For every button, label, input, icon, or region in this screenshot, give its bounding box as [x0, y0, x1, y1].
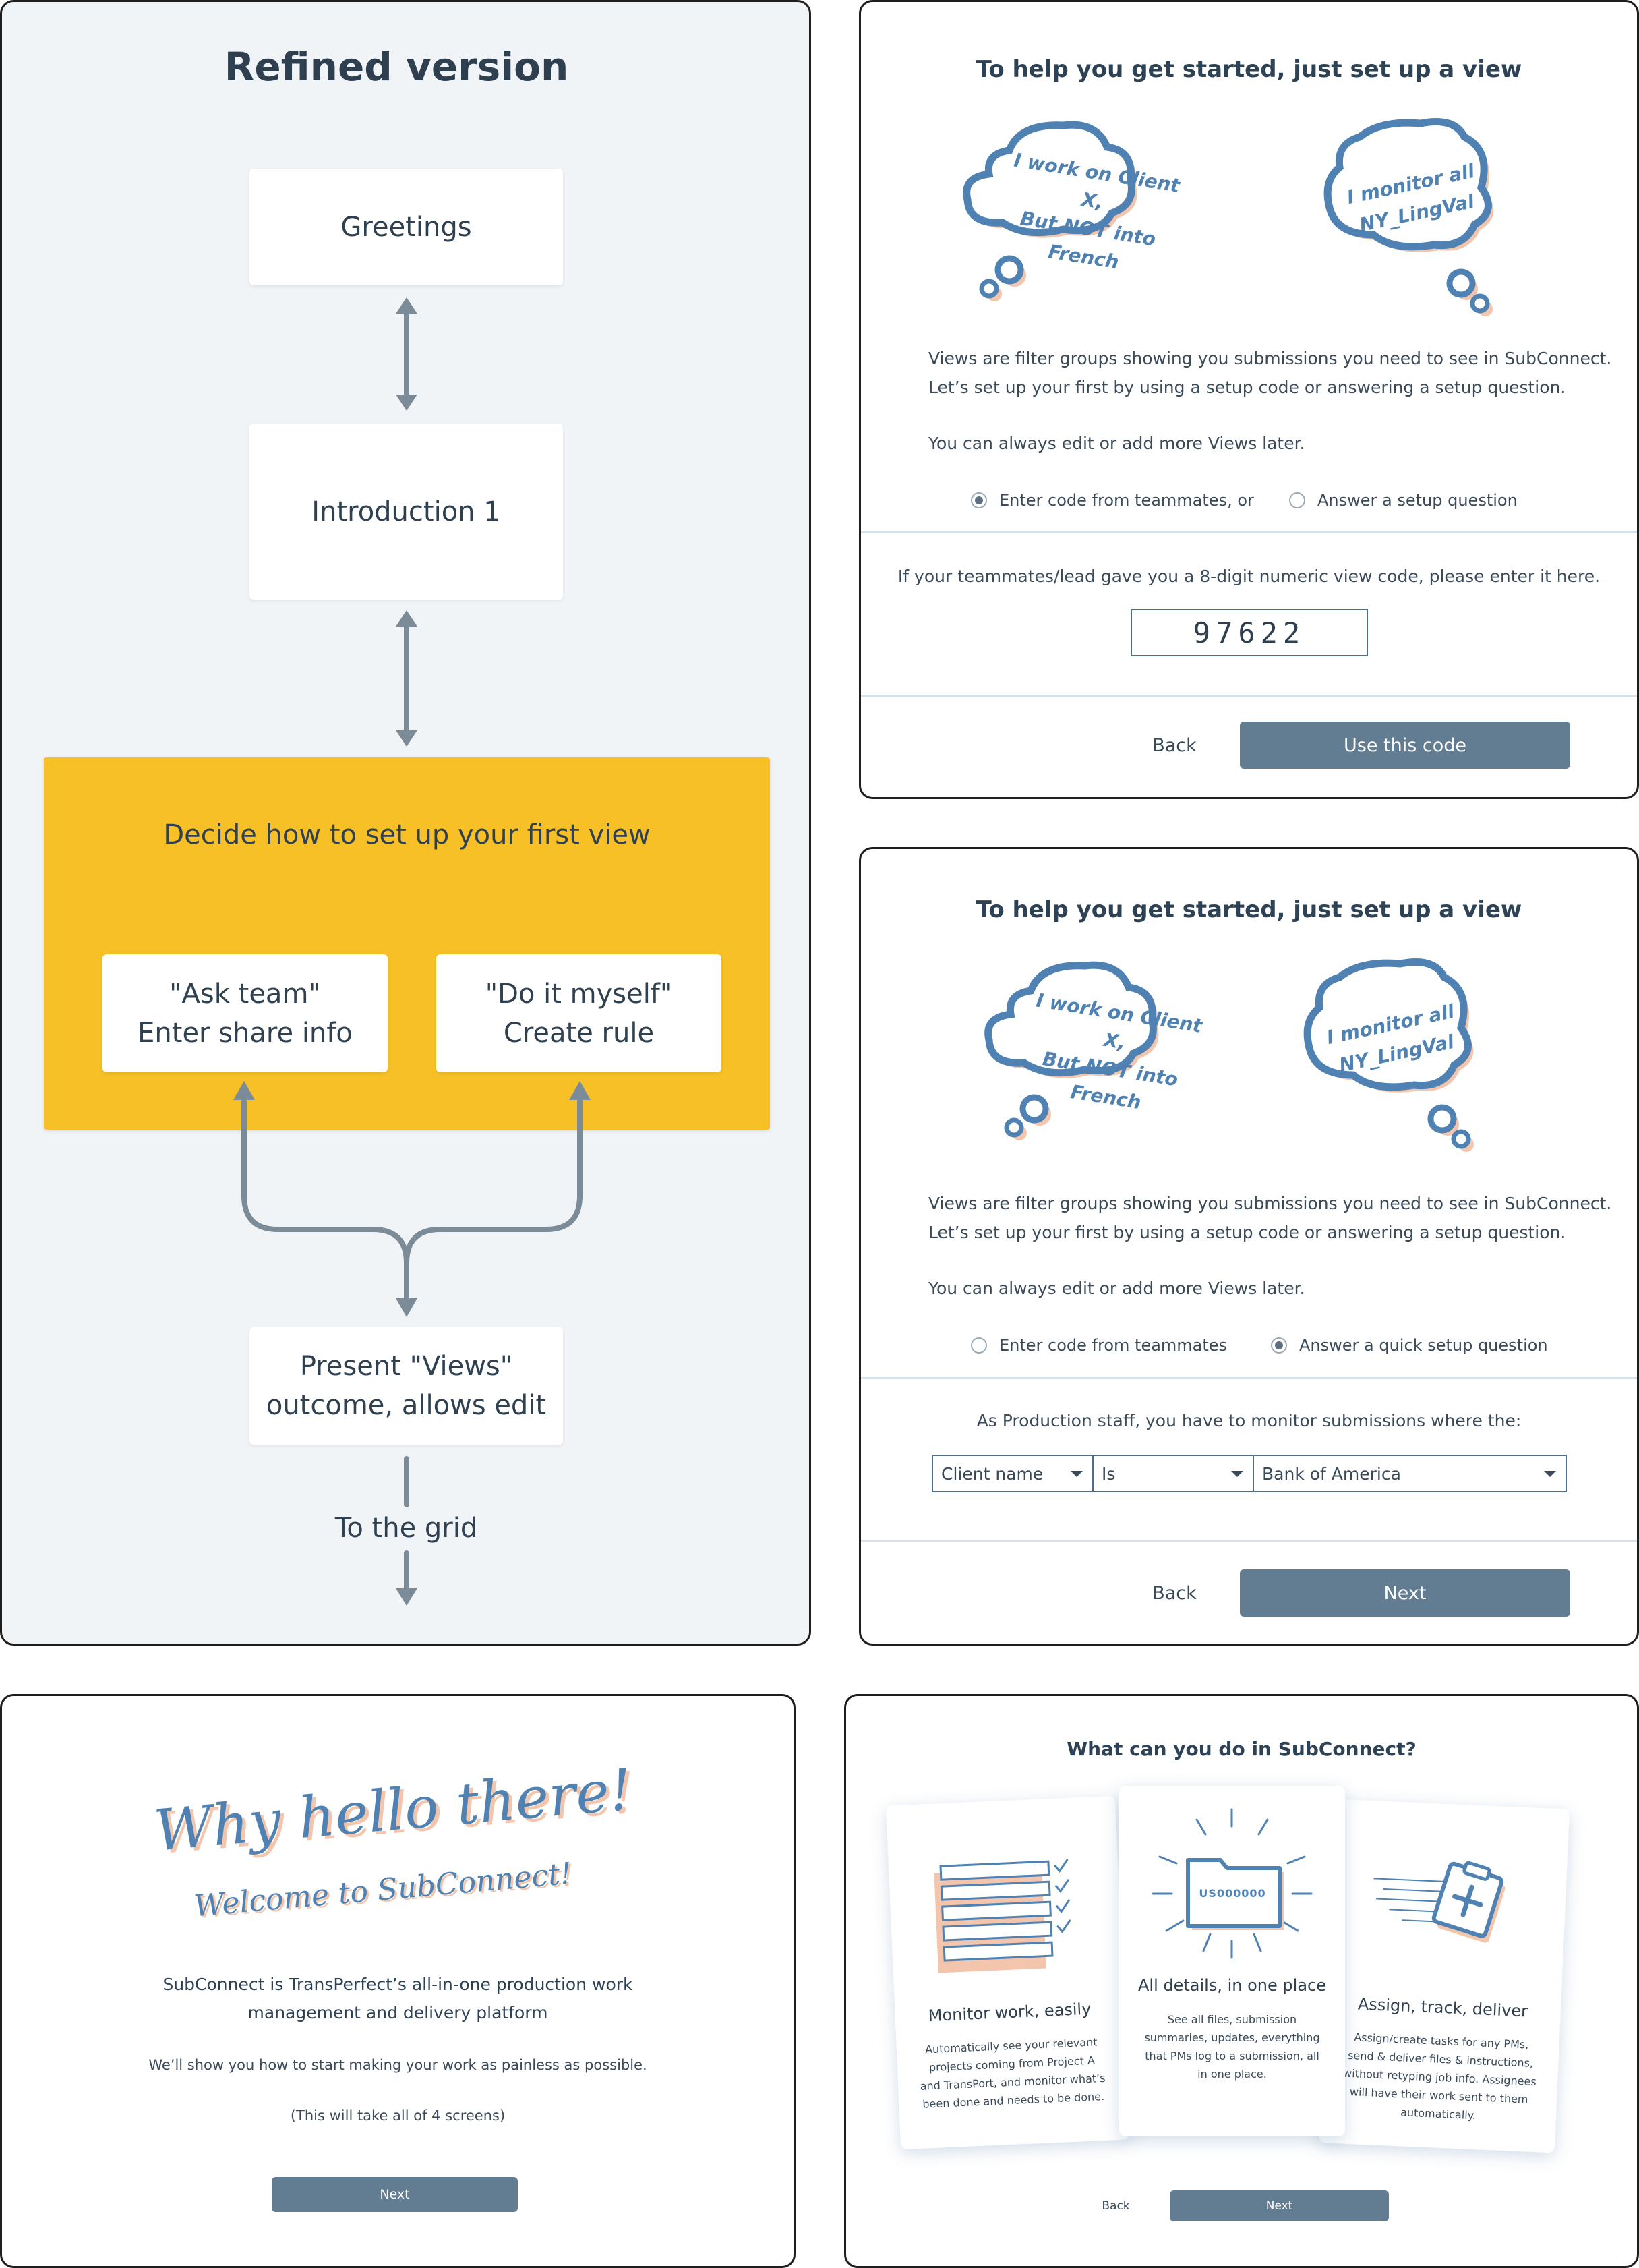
- arrowhead-down-1: [396, 395, 417, 411]
- description-line-3: You can always edit or add more Views la…: [928, 1279, 1305, 1298]
- folder-label: US000000: [1199, 1887, 1266, 1900]
- view-code-input[interactable]: [1131, 609, 1368, 656]
- radio-selected-icon: [971, 492, 987, 508]
- use-code-button[interactable]: Use this code: [1240, 722, 1570, 769]
- chevron-down-icon: [1544, 1471, 1556, 1477]
- divider-1: [861, 1377, 1637, 1379]
- description-line-1: Views are filter groups showing you subm…: [928, 349, 1612, 368]
- features-panel: What can you do in SubConnect? Monitor w…: [844, 1694, 1639, 2268]
- flow-arrows: [233, 297, 591, 1606]
- decide-label: Decide how to set up your first view: [163, 819, 651, 850]
- description-line-2: Let’s set up your first by using a setup…: [928, 1223, 1566, 1242]
- node-ask-team: "Ask team" Enter share info: [102, 954, 388, 1072]
- back-button[interactable]: Back: [1102, 2199, 1130, 2213]
- arrowhead-down-2: [396, 730, 417, 747]
- value-select-value: Bank of America: [1262, 1463, 1401, 1484]
- divider-1: [861, 531, 1637, 533]
- value-select[interactable]: Bank of America: [1253, 1455, 1567, 1492]
- code-prompt: If your teammates/lead gave you a 8-digi…: [897, 566, 1601, 586]
- radio-empty-icon: [1289, 492, 1305, 508]
- description-line-3: You can always edit or add more Views la…: [928, 434, 1305, 453]
- field-select[interactable]: Client name: [932, 1455, 1094, 1492]
- radio-quick-question[interactable]: Answer a quick setup question: [1271, 1336, 1548, 1355]
- next-button[interactable]: Next: [1170, 2190, 1389, 2221]
- radio-selected-icon: [1271, 1337, 1287, 1354]
- divider-2: [861, 695, 1637, 697]
- setup-code-panel: To help you get started, just set up a v…: [859, 0, 1639, 799]
- thought-bubble-right: [1303, 958, 1474, 1152]
- welcome-panel: Why hello there! Welcome to SubConnect! …: [0, 1694, 796, 2268]
- radio-empty-icon: [971, 1337, 987, 1354]
- node-introduction: Introduction 1: [249, 424, 563, 600]
- description-line-1: Views are filter groups showing you subm…: [928, 1194, 1612, 1213]
- card-details-body: See all files, submission summaries, upd…: [1144, 2013, 1320, 2081]
- operator-select[interactable]: Is: [1092, 1455, 1254, 1492]
- hello-heading: Why hello there!: [151, 1756, 635, 1864]
- intro-line-4: (This will take all of 4 screens): [290, 2107, 506, 2124]
- feature-card-monitor: Monitor work, easily Automatically see y…: [886, 1795, 1130, 2150]
- welcome-subheading: Welcome to SubConnect!: [192, 1856, 574, 1924]
- feature-card-details: US000000 All details, in one place See a…: [1119, 1786, 1345, 2136]
- arrowhead-up-1: [396, 297, 417, 314]
- node-present-views: Present "Views" outcome, allows edit: [249, 1327, 563, 1445]
- intro-line-3: We’ll show you how to start making your …: [148, 2057, 647, 2073]
- radio-setup-question[interactable]: Answer a setup question: [1289, 491, 1518, 510]
- arrowhead-up-myself: [569, 1081, 591, 1100]
- back-button[interactable]: Back: [1152, 734, 1197, 756]
- thought-bubble-right: [1323, 118, 1494, 316]
- feature-card-assign: Assign, track, deliver Assign/create tas…: [1319, 1799, 1570, 2153]
- thought-bubble-left: [963, 121, 1137, 301]
- card-monitor-title: Monitor work, easily: [928, 1999, 1092, 2026]
- next-button[interactable]: Next: [272, 2177, 518, 2212]
- arrowhead-down-grid: [396, 1588, 417, 1606]
- divider-2: [861, 1540, 1637, 1542]
- intro-line-2: management and delivery platform: [247, 2003, 548, 2023]
- setup-heading: To help you get started, just set up a v…: [976, 896, 1522, 923]
- back-button[interactable]: Back: [1152, 1582, 1197, 1604]
- setup-heading: To help you get started, just set up a v…: [976, 56, 1522, 83]
- flow-title: Refined version: [224, 44, 569, 90]
- checklist-icon: [934, 1859, 1071, 1973]
- arrow-branch: [241, 1099, 583, 1303]
- setup-question-panel: To help you get started, just set up a v…: [859, 847, 1639, 1646]
- card-monitor-body: Automatically see your relevant projects…: [920, 2035, 1106, 2111]
- radio-setup-question-label: Answer a setup question: [1317, 491, 1518, 510]
- intro-line-1: SubConnect is TransPerfect’s all-in-one …: [162, 1975, 633, 1994]
- question-prompt: As Production staff, you have to monitor…: [976, 1411, 1522, 1430]
- radio-quick-question-label: Answer a quick setup question: [1299, 1336, 1548, 1355]
- field-select-value: Client name: [941, 1463, 1044, 1484]
- card-assign-title: Assign, track, deliver: [1357, 1994, 1528, 2021]
- arrowhead-up-ask: [233, 1081, 255, 1100]
- chevron-down-icon: [1231, 1471, 1243, 1477]
- description-line-2: Let’s set up your first by using a setup…: [928, 378, 1566, 397]
- card-assign-body: Assign/create tasks for any PMs, send & …: [1342, 2031, 1537, 2122]
- flow-panel: Refined version Greetings Introduction 1…: [0, 0, 811, 1646]
- radio-enter-code-label: Enter code from teammates, or: [999, 491, 1254, 510]
- features-heading: What can you do in SubConnect?: [1067, 1738, 1417, 1760]
- node-greetings: Greetings: [249, 169, 563, 285]
- radio-enter-code-label: Enter code from teammates: [999, 1336, 1228, 1355]
- card-details-title: All details, in one place: [1138, 1976, 1326, 1995]
- arrowhead-up-2: [396, 610, 417, 627]
- operator-select-value: Is: [1102, 1463, 1116, 1484]
- to-grid-label: To the grid: [334, 1513, 478, 1544]
- folder-burst-icon: [1152, 1808, 1313, 1959]
- node-do-myself: "Do it myself" Create rule: [436, 954, 721, 1072]
- radio-enter-code[interactable]: Enter code from teammates: [971, 1336, 1227, 1355]
- radio-enter-code[interactable]: Enter code from teammates, or: [971, 491, 1254, 510]
- thought-bubble-left: [984, 961, 1159, 1140]
- clipboard-plus-icon: [1373, 1861, 1506, 1943]
- chevron-down-icon: [1071, 1471, 1083, 1477]
- next-button[interactable]: Next: [1240, 1569, 1570, 1617]
- arrowhead-down-present: [396, 1298, 417, 1317]
